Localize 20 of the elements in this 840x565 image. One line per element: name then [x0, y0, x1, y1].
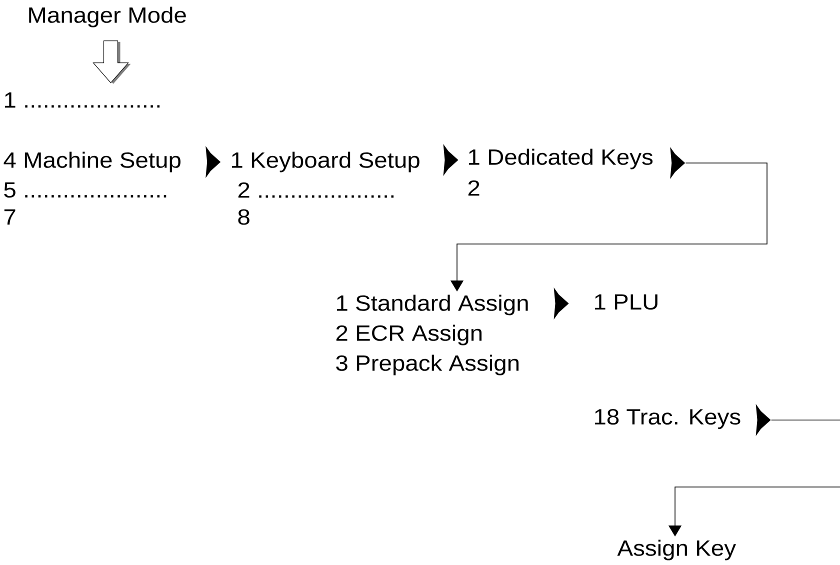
- arrow: [554, 288, 569, 320]
- menu-item: 2 .....................: [238, 182, 394, 198]
- menu-item: 8: [238, 209, 250, 225]
- arrow: [206, 146, 221, 178]
- arrow: [443, 144, 458, 176]
- menu-item: 1 .....................: [5, 92, 160, 108]
- menu-item: Manager Mode: [29, 6, 186, 28]
- menu-item: 1 Standard Assign: [337, 294, 528, 316]
- menu-item: 18 Trac. Keys: [595, 409, 740, 429]
- menu-item: 7: [4, 209, 16, 225]
- menu-item: 5 ......................: [4, 182, 166, 198]
- arrow: [92, 40, 131, 84]
- menu-item: 3 Prepack Assign: [336, 354, 519, 376]
- menu-item: 1 Keyboard Setup: [232, 152, 420, 172]
- menu-item: 1 Dedicated Keys: [469, 148, 653, 170]
- menu-item: Assign Key: [617, 540, 736, 560]
- menu-item: 4 Machine Setup: [4, 152, 180, 172]
- menu-item: 2: [468, 180, 480, 196]
- menu-item: 1 PLU: [595, 294, 658, 310]
- menu-item: 2 ECR Assign: [336, 324, 482, 346]
